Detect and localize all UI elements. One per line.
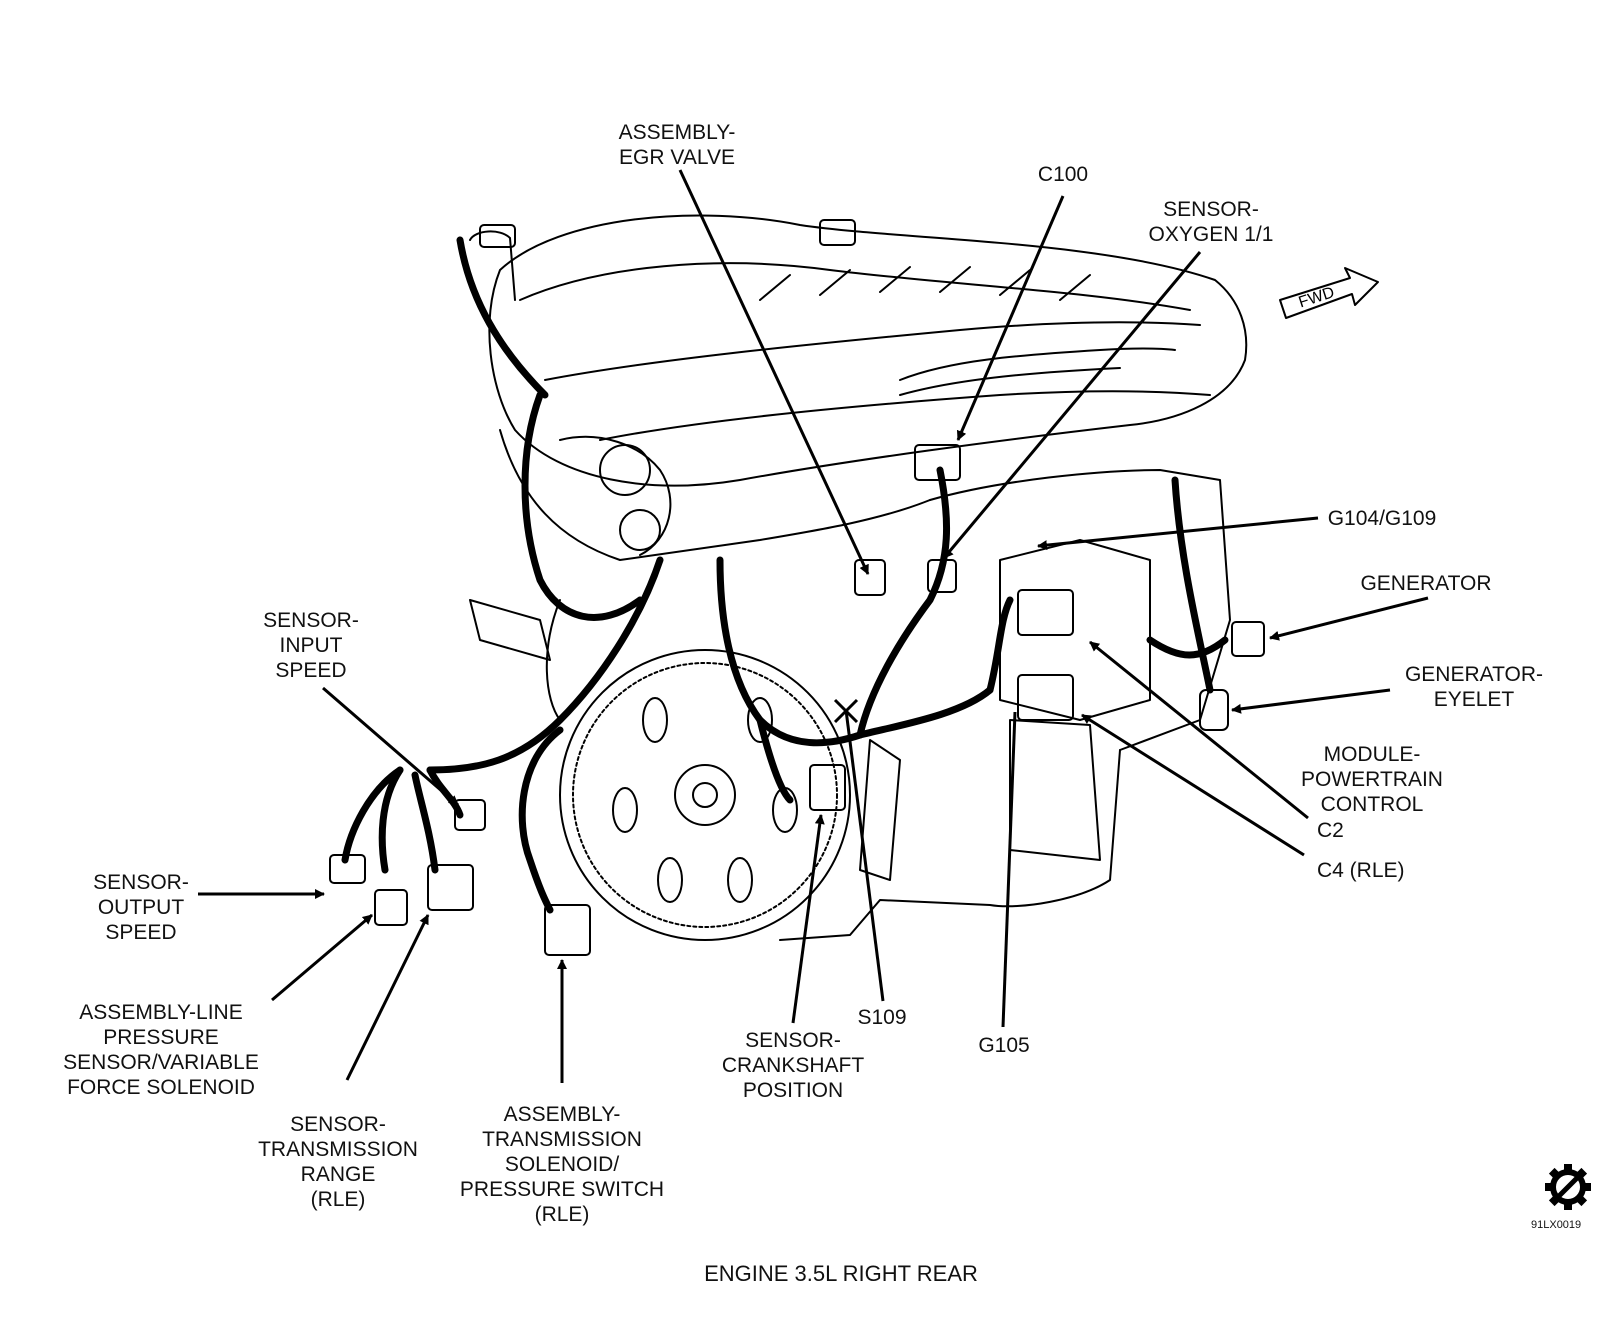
- leader-c100: [956, 195, 1065, 441]
- label-oxygen-sensor: SENSOR-OXYGEN 1/1: [1149, 197, 1274, 247]
- callout-line: FORCE SOLENOID: [67, 1076, 255, 1099]
- callout-line: SENSOR-: [1163, 198, 1259, 221]
- wiring-harness: [341, 236, 1229, 914]
- leader-trans-range: [345, 914, 430, 1081]
- leader-crankshaft: [791, 814, 825, 1024]
- callout-line: C100: [1037, 163, 1089, 186]
- callout-line: EGR VALVE: [619, 146, 735, 169]
- callout-line: CONTROL: [1320, 793, 1424, 816]
- callout-line: (RLE): [310, 1188, 366, 1211]
- callout-line: C2: [1317, 819, 1344, 842]
- label-g104-g109: G104/G109: [1328, 506, 1437, 531]
- callout-line: ASSEMBLY-: [503, 1103, 621, 1126]
- s109-splice-mark: [833, 698, 859, 724]
- label-c4: C4 (RLE): [1317, 858, 1405, 883]
- callout-line: GENERATOR: [1360, 572, 1492, 595]
- leader-generator: [1269, 596, 1429, 641]
- label-generator-eyelet: GENERATOR-EYELET: [1405, 662, 1543, 712]
- callout-line: PRESSURE: [103, 1026, 219, 1049]
- callout-line: TRANSMISSION: [482, 1128, 642, 1151]
- callout-line: G104/G109: [1327, 507, 1437, 530]
- label-c100: C100: [1038, 162, 1088, 187]
- callout-line: G105: [978, 1034, 1030, 1057]
- gear-slashed-circle-icon: [1545, 1164, 1591, 1210]
- callout-line: INPUT: [279, 634, 343, 657]
- engine-block: [469, 429, 1231, 941]
- leader-c4: [1081, 713, 1305, 857]
- callout-line: POWERTRAIN: [1301, 768, 1443, 791]
- callout-line: SENSOR/VARIABLE: [63, 1051, 259, 1074]
- leader-generator-eyelet: [1231, 688, 1391, 714]
- callout-line: ASSEMBLY-LINE: [79, 1001, 243, 1024]
- intake-manifold: [469, 214, 1248, 487]
- label-g105: G105: [978, 1033, 1029, 1058]
- callout-line: MODULE-: [1323, 743, 1421, 766]
- label-c2: C2: [1317, 818, 1344, 843]
- figure-caption: ENGINE 3.5L RIGHT REAR: [704, 1261, 978, 1286]
- callout-line: SPEED: [105, 921, 177, 944]
- leader-g104-g109: [1037, 516, 1319, 551]
- fwd-arrow-icon: [1279, 267, 1379, 319]
- callout-line: CRANKSHAFT: [721, 1054, 865, 1077]
- callout-line: SOLENOID/: [504, 1153, 620, 1176]
- leader-oxygen-sensor: [942, 251, 1202, 559]
- drawing-code: 91LX0019: [1531, 1219, 1582, 1231]
- callout-line: SENSOR-: [93, 871, 189, 894]
- callout-line: EYELET: [1433, 688, 1515, 711]
- flexplate: [559, 649, 851, 941]
- callout-line: SENSOR-: [745, 1029, 841, 1052]
- callout-line: POSITION: [742, 1079, 844, 1102]
- label-generator: GENERATOR: [1360, 571, 1491, 596]
- callout-line: RANGE: [300, 1163, 376, 1186]
- callout-line: OXYGEN 1/1: [1148, 223, 1274, 246]
- label-egr-valve: ASSEMBLY-EGR VALVE: [619, 120, 736, 170]
- connectors: [329, 219, 1265, 956]
- leader-g105: [1001, 711, 1017, 1028]
- callout-line: SENSOR-: [290, 1113, 386, 1136]
- leader-line-pressure: [271, 913, 373, 1002]
- callout-line: (RLE): [534, 1203, 590, 1226]
- callout-line: GENERATOR-: [1404, 663, 1544, 686]
- leader-c2: [1089, 640, 1309, 820]
- leader-s109: [844, 709, 885, 1002]
- callout-line: PRESSURE SWITCH: [459, 1178, 665, 1201]
- callout-line: SPEED: [275, 659, 347, 682]
- callout-line: OUTPUT: [97, 896, 185, 919]
- callout-line: SENSOR-: [263, 609, 359, 632]
- label-s109: S109: [857, 1005, 906, 1030]
- callout-line: C4 (RLE): [1317, 859, 1405, 882]
- callout-line: TRANSMISSION: [258, 1138, 418, 1161]
- callout-line: ASSEMBLY-: [618, 121, 736, 144]
- leader-input-speed: [322, 686, 459, 807]
- callout-line: S109: [857, 1006, 907, 1029]
- leader-egr-valve: [678, 169, 870, 575]
